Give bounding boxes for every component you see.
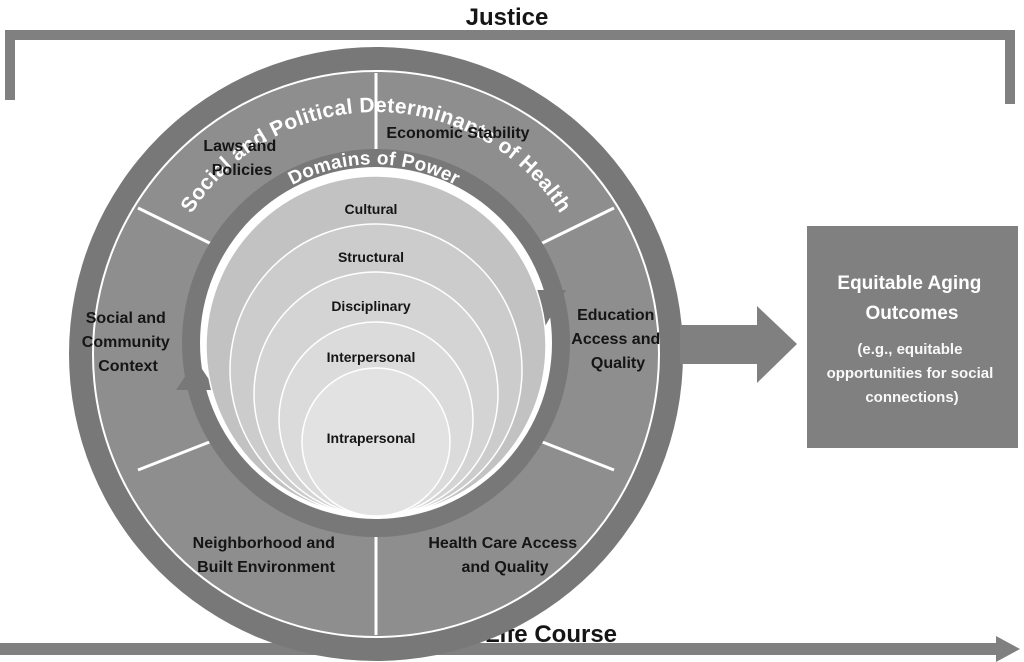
domain-label-interpersonal: Interpersonal	[327, 349, 416, 365]
outcome-title: Equitable Aging Outcomes	[837, 273, 986, 324]
justice-label: Justice	[466, 4, 549, 31]
determinant-neighborhood: Neighborhood and Built Environment	[193, 535, 340, 576]
domain-circle-intrapersonal	[301, 367, 451, 517]
domain-label-intrapersonal: Intrapersonal	[327, 430, 416, 446]
domain-label-disciplinary: Disciplinary	[331, 298, 411, 314]
domain-label-cultural: Cultural	[345, 201, 398, 217]
outcome-arrow	[680, 306, 797, 383]
life-course-arrow	[0, 636, 1020, 662]
determinant-economic-stability: Economic Stability	[386, 125, 529, 142]
outcome-example: (e.g., equitable opportunities for socia…	[827, 341, 998, 406]
determinant-social-community: Social and Community Context	[82, 310, 174, 375]
determinant-education: Education Access and Quality	[571, 307, 664, 372]
justice-bracket	[5, 30, 1015, 104]
determinant-laws-and-policies: Laws and Policies	[203, 138, 280, 179]
determinant-health-care: Health Care Access and Quality	[428, 535, 581, 576]
outcome-box	[807, 226, 1018, 448]
domain-circles	[205, 175, 547, 517]
domain-label-structural: Structural	[338, 249, 404, 265]
